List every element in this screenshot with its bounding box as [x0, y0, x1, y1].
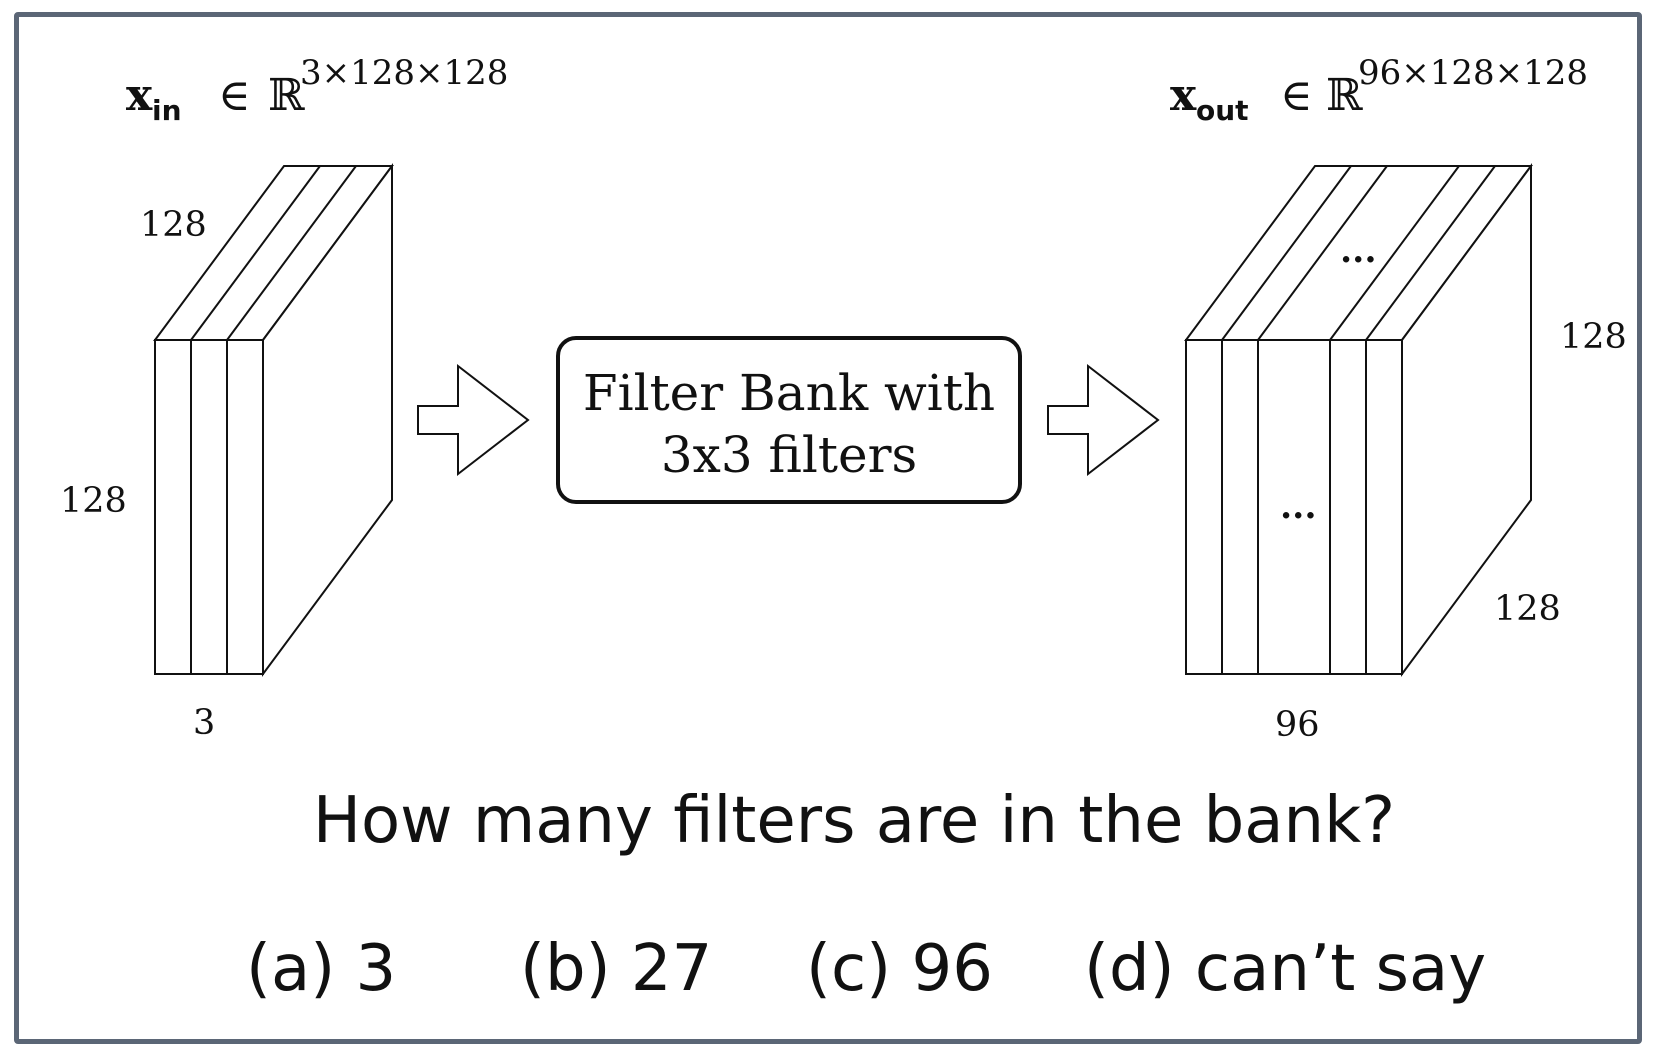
output-field-symbol: ℝ	[1326, 70, 1363, 121]
filter-bank-line2: 3x3 filters	[661, 426, 917, 484]
output-dims: 96×128×128	[1358, 53, 1588, 93]
input-symbol: x	[126, 70, 153, 121]
output-element-of: ∈	[1280, 70, 1313, 121]
output-subscript: out	[1196, 94, 1249, 127]
option-c: (c) 96	[806, 932, 993, 1006]
input-field-symbol: ℝ	[268, 70, 305, 121]
output-top-ellipsis: ...	[1340, 230, 1377, 271]
input-element-of: ∈	[218, 70, 251, 121]
input-subscript: in	[152, 94, 182, 127]
option-b: (b) 27	[520, 932, 712, 1006]
input-block-front-face	[154, 339, 264, 675]
output-width-label: 128	[1494, 589, 1561, 629]
input-height-label: 128	[140, 205, 207, 245]
option-d: (d) can’t say	[1084, 932, 1486, 1006]
output-tensor-heading: x out ∈ ℝ 96×128×128	[1170, 53, 1588, 127]
question-text: How many filters are in the bank?	[313, 784, 1395, 858]
output-tensor-block	[1184, 162, 1533, 678]
filter-bank-line1: Filter Bank with	[583, 364, 995, 422]
option-a: (a) 3	[246, 932, 396, 1006]
input-tensor-heading: x in ∈ ℝ 3×128×128	[126, 53, 508, 127]
output-channels-label: 96	[1275, 705, 1320, 745]
filter-bank-box: Filter Bank with 3x3 filters	[556, 336, 1022, 504]
arrow-right-icon	[1047, 363, 1160, 477]
output-height-label: 128	[1560, 317, 1627, 357]
input-tensor-block	[153, 162, 394, 678]
output-symbol: x	[1170, 70, 1197, 121]
input-width-label: 128	[60, 481, 127, 521]
arrow-right-icon	[417, 363, 530, 477]
input-channels-label: 3	[193, 703, 215, 743]
input-dims: 3×128×128	[300, 53, 508, 93]
output-front-ellipsis: ...	[1280, 486, 1317, 527]
